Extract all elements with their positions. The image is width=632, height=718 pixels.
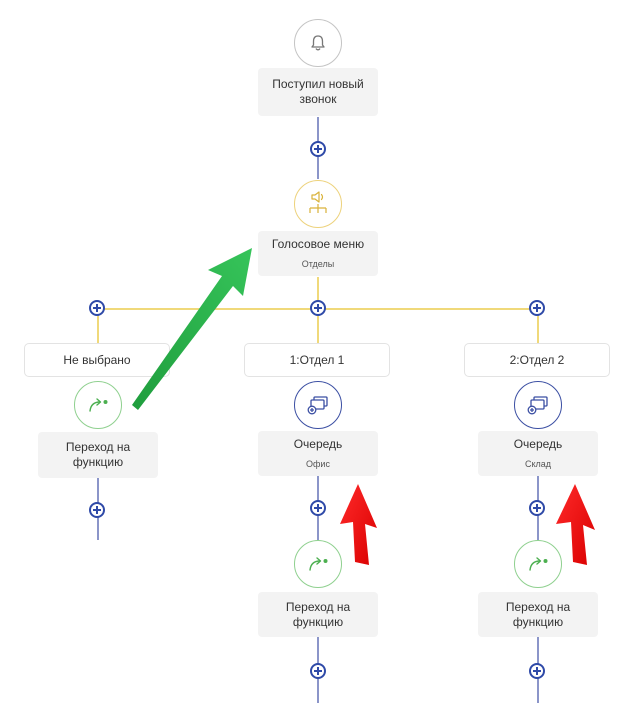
redirect-label: Переход на функцию: [65, 440, 131, 469]
voice-menu-label: Голосовое меню: [271, 237, 365, 251]
queue-node[interactable]: Очередь Склад: [478, 431, 598, 476]
add-step-button[interactable]: [310, 141, 326, 157]
connector: [97, 308, 99, 343]
redirect-node[interactable]: Переход на функцию: [478, 592, 598, 637]
queue-icon: [307, 396, 328, 415]
green-arrow-annotation: [132, 248, 252, 410]
queue-label: Очередь: [293, 437, 343, 451]
add-step-button[interactable]: [89, 502, 105, 518]
add-step-button[interactable]: [310, 300, 326, 316]
queue-sublabel: Склад: [524, 459, 552, 469]
queue-node[interactable]: Очередь Офис: [258, 431, 378, 476]
trigger-node[interactable]: Поступил новый звонок: [258, 68, 378, 116]
branch-label: 2:Отдел 2: [509, 353, 565, 367]
queue-sublabel: Офис: [306, 459, 330, 469]
branch-label: Не выбрано: [63, 353, 131, 367]
redirect-label: Переход на функцию: [505, 599, 571, 629]
branch-label-dept-2[interactable]: 2:Отдел 2: [464, 343, 610, 377]
trigger-label: Поступил новый звонок: [272, 77, 364, 106]
redirect-node[interactable]: Переход на функцию: [38, 432, 158, 478]
add-step-button[interactable]: [529, 663, 545, 679]
voice-menu-node-icon[interactable]: [294, 180, 342, 228]
branch-label-dept-1[interactable]: 1:Отдел 1: [244, 343, 390, 377]
queue-icon: [527, 396, 548, 415]
redirect-node-icon[interactable]: [294, 540, 342, 588]
red-arrow-annotation: [340, 484, 377, 565]
trigger-node-icon[interactable]: [294, 19, 342, 67]
queue-label: Очередь: [513, 437, 563, 451]
queue-node-icon[interactable]: [514, 381, 562, 429]
redirect-node[interactable]: Переход на функцию: [258, 592, 378, 637]
add-step-button[interactable]: [310, 500, 326, 516]
queue-node-icon[interactable]: [294, 381, 342, 429]
voice-menu-node[interactable]: Голосовое меню Отделы: [258, 231, 378, 276]
add-step-button[interactable]: [529, 500, 545, 516]
bell-icon: [311, 35, 325, 51]
add-step-button[interactable]: [310, 663, 326, 679]
branch-label-default[interactable]: Не выбрано: [24, 343, 170, 377]
red-arrow-annotation: [556, 484, 595, 565]
connector: [537, 308, 539, 343]
add-step-button[interactable]: [89, 300, 105, 316]
voice-menu-sublabel: Отделы: [301, 259, 335, 269]
redirect-label: Переход на функцию: [285, 599, 351, 629]
redirect-arrow-icon: [529, 557, 548, 571]
redirect-node-icon[interactable]: [74, 381, 122, 429]
redirect-arrow-icon: [89, 398, 108, 412]
branch-label: 1:Отдел 1: [289, 353, 345, 367]
redirect-arrow-icon: [309, 557, 328, 571]
redirect-node-icon[interactable]: [514, 540, 562, 588]
speaker-menu-icon: [309, 191, 327, 213]
add-step-button[interactable]: [529, 300, 545, 316]
